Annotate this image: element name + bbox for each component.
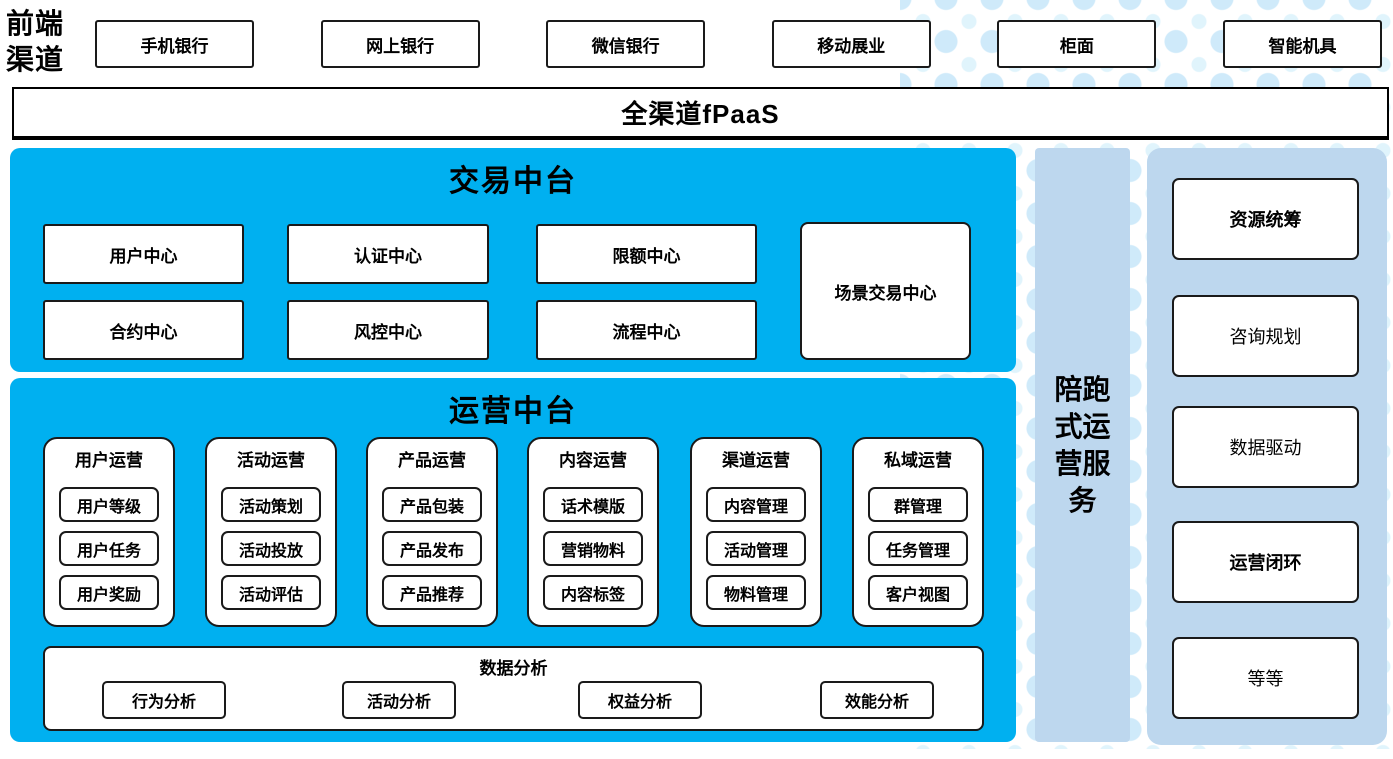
ops-column: 内容运营 话术模版 营销物料 内容标签: [527, 437, 659, 627]
ops-item-box: 活动管理: [706, 531, 806, 566]
ops-item-box: 产品推荐: [382, 575, 482, 610]
ops-column: 用户运营 用户等级 用户任务 用户奖励: [43, 437, 175, 627]
ops-item-box: 活动评估: [221, 575, 321, 610]
ops-column-title: 活动运营: [237, 451, 305, 470]
platform-box: 认证中心: [287, 224, 489, 284]
analysis-box: 权益分析: [578, 681, 702, 719]
ops-item-box: 用户任务: [59, 531, 159, 566]
ops-item-box: 活动策划: [221, 487, 321, 522]
ops-item-box: 产品包装: [382, 487, 482, 522]
fpaas-bar: 全渠道fPaaS: [12, 87, 1389, 140]
ops-column-title: 用户运营: [75, 451, 143, 470]
service-panel: 资源统筹 咨询规划 数据驱动 运营闭环 等等: [1147, 148, 1387, 745]
analysis-box: 活动分析: [342, 681, 456, 719]
operation-platform-title: 运营中台: [449, 394, 577, 429]
channel-box: 手机银行: [95, 20, 254, 68]
service-box: 咨询规划: [1172, 295, 1359, 377]
ops-column: 产品运营 产品包装 产品发布 产品推荐: [366, 437, 498, 627]
platform-box: 限额中心: [536, 224, 757, 284]
ops-item-box: 营销物料: [543, 531, 643, 566]
data-analysis-title: 数据分析: [479, 659, 548, 678]
service-box: 数据驱动: [1172, 406, 1359, 488]
ops-item-box: 活动投放: [221, 531, 321, 566]
analysis-box: 行为分析: [102, 681, 226, 719]
transaction-platform-section: 交易中台 用户中心 认证中心 限额中心 合约中心 风控中心 流程中心 场景交易中…: [10, 148, 1016, 372]
platform-box: 用户中心: [43, 224, 244, 284]
companion-service-bar: 陪跑式运营服务: [1035, 148, 1130, 742]
ops-item-box: 内容管理: [706, 487, 806, 522]
platform-box: 合约中心: [43, 300, 244, 360]
ops-item-box: 群管理: [868, 487, 968, 522]
platform-box-tall: 场景交易中心: [800, 222, 971, 360]
ops-item-box: 物料管理: [706, 575, 806, 610]
ops-column-title: 私域运营: [884, 451, 952, 470]
ops-item-box: 话术模版: [543, 487, 643, 522]
channel-box: 智能机具: [1222, 20, 1382, 68]
operation-platform-section: 运营中台 用户运营 用户等级 用户任务 用户奖励 活动运营 活动策划 活动投放 …: [10, 378, 1016, 742]
channel-box: 柜面: [997, 20, 1157, 68]
ops-item-box: 内容标签: [543, 575, 643, 610]
platform-box: 风控中心: [287, 300, 489, 360]
ops-item-box: 用户等级: [59, 487, 159, 522]
ops-column-title: 产品运营: [398, 451, 466, 470]
front-channels-row: 手机银行 网上银行 微信银行 移动展业 柜面 智能机具: [95, 20, 1382, 68]
channel-box: 网上银行: [320, 20, 480, 68]
ops-column: 活动运营 活动策划 活动投放 活动评估: [205, 437, 337, 627]
ops-item-box: 任务管理: [868, 531, 968, 566]
analysis-box: 效能分析: [820, 681, 934, 719]
data-analysis-bar: 数据分析 行为分析 活动分析 权益分析 效能分析: [43, 646, 984, 731]
ops-item-box: 客户视图: [868, 575, 968, 610]
transaction-platform-title: 交易中台: [449, 164, 577, 199]
channel-box: 移动展业: [771, 20, 931, 68]
service-box: 资源统筹: [1172, 178, 1359, 260]
ops-column: 私域运营 群管理 任务管理 客户视图: [852, 437, 984, 627]
ops-column: 渠道运营 内容管理 活动管理 物料管理: [690, 437, 822, 627]
front-channels-label: 前端渠道: [6, 7, 65, 76]
ops-item-box: 产品发布: [382, 531, 482, 566]
ops-column-title: 渠道运营: [722, 451, 790, 470]
ops-column-title: 内容运营: [559, 451, 627, 470]
service-box: 运营闭环: [1172, 521, 1359, 603]
ops-item-box: 用户奖励: [59, 575, 159, 610]
companion-service-label: 陪跑式运营服务: [1054, 374, 1111, 516]
service-box: 等等: [1172, 637, 1359, 719]
platform-box: 流程中心: [536, 300, 757, 360]
channel-box: 微信银行: [546, 20, 706, 68]
